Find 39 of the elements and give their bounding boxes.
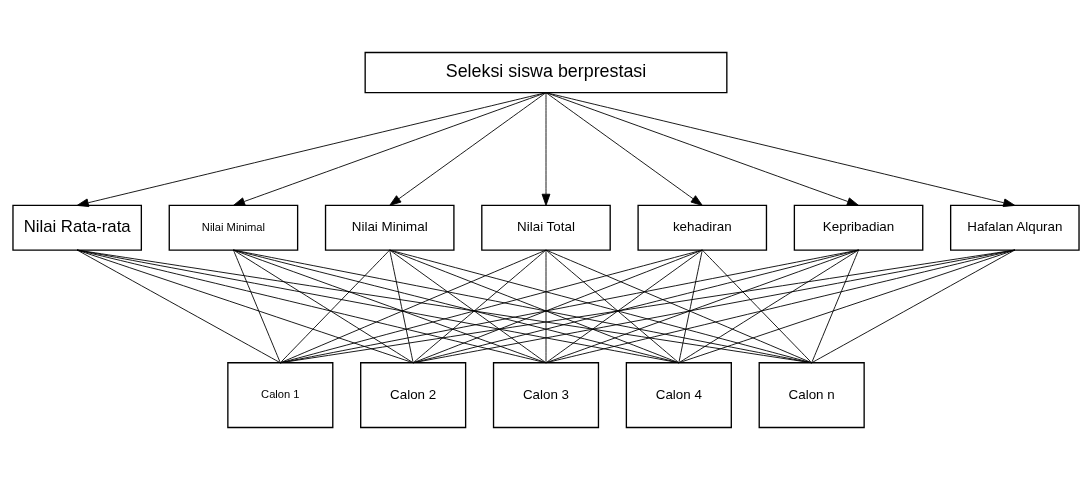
node-box: Calon 1	[227, 362, 334, 429]
node-box: Calon 3	[492, 362, 600, 429]
connector	[233, 249, 414, 364]
connector	[76, 249, 680, 364]
connector	[678, 249, 859, 364]
connector	[279, 249, 391, 364]
node-box: kehadiran	[637, 204, 768, 251]
node-box: Nilai Rata-rata	[12, 204, 142, 251]
connector	[279, 249, 1016, 364]
connector	[76, 249, 414, 364]
connector	[811, 249, 859, 364]
node-box: Nilai Minimal	[324, 204, 455, 251]
arrow	[233, 92, 547, 206]
arrow	[541, 92, 551, 206]
connector	[545, 249, 547, 364]
connector	[412, 249, 1016, 364]
node-box: Hafalan Alquran	[950, 204, 1080, 251]
connector	[701, 249, 813, 364]
connector	[233, 249, 281, 364]
connector	[76, 249, 281, 364]
connector	[76, 249, 547, 364]
connector	[811, 249, 1016, 364]
node-box: Nilai Minimal	[168, 204, 299, 251]
node-box: Nilai Total	[481, 204, 611, 251]
arrow	[76, 92, 547, 208]
connector	[678, 249, 1016, 364]
arrow	[545, 92, 1016, 208]
node-box: Calon 2	[360, 362, 467, 429]
node-box: Seleksi siswa berprestasi	[364, 51, 728, 94]
arrow	[389, 92, 547, 206]
connector	[76, 249, 813, 364]
node-box: Calon n	[758, 362, 865, 429]
connector	[389, 249, 414, 364]
connector	[545, 249, 1016, 364]
arrow	[545, 92, 859, 206]
arrow	[545, 92, 703, 206]
connector	[678, 249, 703, 364]
node-box: Kepribadian	[793, 204, 924, 251]
node-box: Calon 4	[625, 362, 732, 429]
